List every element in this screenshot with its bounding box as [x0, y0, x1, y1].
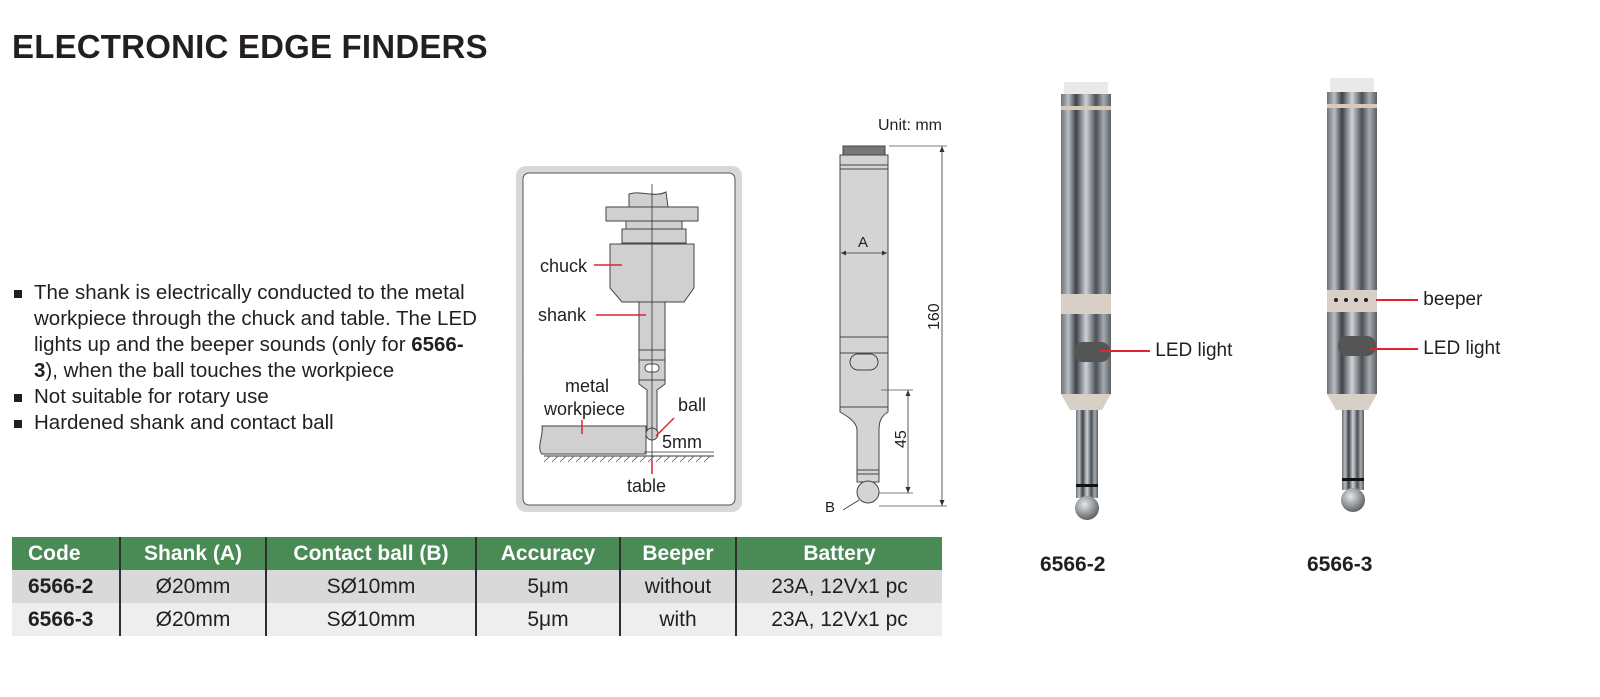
product-image-6566-2 — [1061, 82, 1111, 520]
col-battery: Battery — [735, 537, 942, 570]
feature-item: Hardened shank and contact ball — [12, 410, 482, 436]
feature-item: The shank is electrically conducted to t… — [12, 280, 482, 384]
label-shank: shank — [538, 305, 587, 325]
callout-led-light-6566-3: LED light — [1370, 338, 1500, 360]
label-offset: 5mm — [662, 432, 702, 452]
table-row: 6566-2 Ø20mm SØ10mm 5μm without 23A, 12V… — [12, 570, 942, 603]
dimension-drawing: Unit: mm A 160 45 B — [825, 117, 947, 516]
page-title: ELECTRONIC EDGE FINDERS — [12, 28, 488, 65]
label-chuck: chuck — [540, 256, 588, 276]
label-workpiece: workpiece — [543, 399, 625, 419]
col-contact-ball: Contact ball (B) — [265, 537, 476, 570]
label-table: table — [627, 476, 666, 496]
label-total-length: 160 — [926, 303, 943, 330]
feature-item: Not suitable for rotary use — [12, 384, 482, 410]
usage-diagram: chuck shank metal workpiece ball 5mm tab… — [516, 166, 742, 512]
col-code: Code — [12, 537, 120, 570]
label-b: B — [825, 499, 835, 516]
product-code-6566-2: 6566-2 — [1040, 553, 1106, 576]
label-metal: metal — [565, 376, 609, 396]
product-image-6566-3 — [1327, 78, 1377, 512]
col-shank: Shank (A) — [119, 537, 266, 570]
knurled-cap — [842, 145, 886, 156]
callout-beeper-6566-3: beeper — [1376, 289, 1482, 311]
table-row: 6566-3 Ø20mm SØ10mm 5μm with 23A, 12Vx1 … — [12, 603, 942, 636]
product-code-6566-3: 6566-3 — [1307, 553, 1373, 576]
label-ball: ball — [678, 395, 706, 415]
table-hatching — [543, 455, 711, 463]
col-accuracy: Accuracy — [475, 537, 620, 570]
label-a: A — [858, 234, 868, 251]
leader-lines — [581, 264, 675, 474]
callout-led-light-6566-2: LED light — [1100, 340, 1232, 362]
contact-ball-graphic — [856, 480, 880, 504]
model-code-bold: 6566-3 — [34, 333, 464, 382]
label-tip-length: 45 — [893, 430, 910, 448]
col-beeper: Beeper — [619, 537, 736, 570]
unit-label: Unit: mm — [878, 117, 942, 134]
spec-table: Code Shank (A) Contact ball (B) Accuracy… — [12, 537, 942, 636]
feature-list: The shank is electrically conducted to t… — [12, 280, 482, 436]
workpiece-graphic — [539, 425, 647, 455]
table-header-row: Code Shank (A) Contact ball (B) Accuracy… — [12, 537, 942, 570]
